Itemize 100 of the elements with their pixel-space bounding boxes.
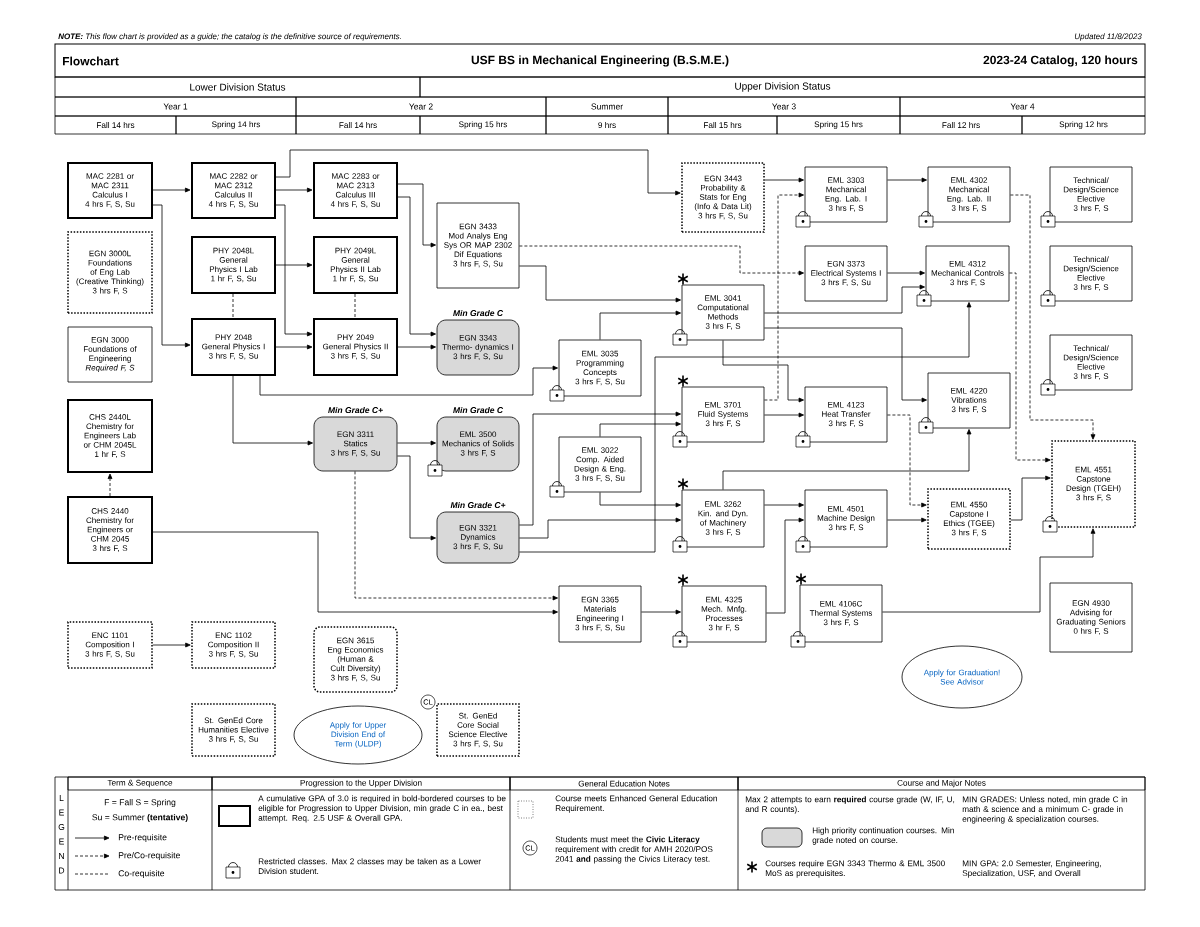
legend-text: Pre/Co-requisite	[118, 852, 180, 860]
course-box: EML 3022 Comp. Aided Design & Eng. 3 hrs F, S, Su	[558, 436, 642, 493]
course-box: PHY 2048L General Physics I Lab 1 hr F, S, Su	[191, 236, 276, 294]
link-oval: Apply for Graduation! See Advisor	[901, 645, 1023, 709]
legend-text: Course meets Enhanced General Education Requirement.	[555, 795, 717, 813]
arrow	[722, 429, 972, 490]
arrow	[641, 609, 681, 615]
course-box: PHY 2048 General Physics I 3 hrs F, S, Su	[191, 318, 276, 376]
arrow	[397, 196, 436, 337]
grade-note: Min Grade C	[453, 406, 504, 414]
course-box: EML 3303 Mechanical Eng. Lab. I 3 hrs F, S	[804, 166, 888, 223]
table-cell: Lower Division Status	[54, 76, 421, 98]
course-box: EML 4123 Heat Transfer 3 hrs F, S	[804, 386, 888, 443]
arrow	[599, 310, 681, 340]
arrow	[397, 440, 436, 446]
table-cell: Fall 14 hrs	[54, 115, 177, 135]
arrow	[722, 340, 804, 403]
legend-letter: D	[59, 867, 65, 874]
table-cell: Year 2	[295, 96, 547, 117]
grade-note: Min Grade C+	[450, 501, 506, 509]
course-box: PHY 2049L General Physics II Lab 1 hr F, S, Su	[313, 236, 398, 294]
legend-letter: G	[58, 824, 65, 830]
course-box: St. GenEd Core Humanities Elective 3 hrs F, S, Su	[191, 703, 276, 757]
legend-letter: L	[59, 795, 64, 801]
arrow	[152, 187, 191, 193]
table-cell: Course and Major Notes	[737, 776, 1146, 791]
arrow	[887, 517, 927, 523]
arrow	[766, 517, 804, 614]
arrow	[107, 473, 113, 497]
course-box: EML 3500 Mechanics of Solids 3 hrs F, S	[436, 416, 520, 472]
legend-letter: E	[59, 809, 64, 816]
table-cell: Progression to the Upper Division	[211, 776, 511, 791]
arrow	[764, 192, 804, 401]
arrow	[354, 471, 558, 601]
course-box: EML 4220 Vibrations 3 hrs F, S	[927, 372, 1011, 429]
arrow	[882, 528, 1096, 613]
table-cell: Spring 14 hrs	[175, 115, 297, 135]
legend-letter: E	[59, 838, 64, 845]
grade-note: Min Grade C	[453, 309, 504, 317]
arrow	[397, 183, 436, 248]
course-box: PHY 2049 General Physics II 3 hrs F, S, Su	[313, 318, 398, 376]
legend-text: MIN GRADES: Unless noted, min grade C in math & science and a minimum C- grade in engineering & specialization courses.	[962, 796, 1128, 824]
course-box: EGN 3343 Thermo- dynamics I 3 hrs F, S, Su	[436, 319, 520, 376]
course-box: MAC 2282 or MAC 2312 Calculus II 4 hrs F, S, Su	[191, 162, 276, 219]
course-box: EGN 3321 Dynamics 3 hrs F, S, Su	[436, 511, 520, 564]
legend-text: A cumulative GPA of 3.0 is required in bold-bordered courses to be eligible for Progression to Upper Division, min grade C in ea., best attempt. Req. 2.5 USF & Overall GPA.	[258, 795, 506, 823]
course-box: EML 4550 Capstone I Ethics (TGEE) 3 hrs F, S	[927, 488, 1011, 550]
table-cell: Fall 14 hrs	[295, 115, 421, 135]
legend-text: MIN GPA: 2.0 Semester, Engineering, Specialization, USF, and Overall	[962, 860, 1101, 878]
table-cell: General Education Notes	[509, 776, 739, 791]
table-cell: Fall 12 hrs	[899, 115, 1023, 135]
update-date: Updated 11/8/2023	[1074, 33, 1142, 41]
arrow	[887, 414, 927, 508]
course-box: EML 4302 Mechanical Eng. Lab. II 3 hrs F, S	[927, 166, 1011, 223]
course-box: Technical/ Design/Science Elective 3 hrs F, S	[1049, 245, 1133, 302]
table-cell: Upper Division Status	[419, 76, 1146, 98]
course-box: EML 4551 Capstone Design (TGEH) 3 hrs F, S	[1051, 440, 1136, 528]
arrow	[152, 531, 558, 615]
table-cell: Spring 15 hrs	[776, 115, 901, 135]
arrow	[519, 265, 681, 303]
arrow	[887, 177, 927, 183]
legend-text: Su = Summer (tentative)	[92, 814, 188, 822]
arrow	[1009, 272, 1051, 463]
course-box: MAC 2283 or MAC 2313 Calculus III 4 hrs F, S, Su	[313, 162, 398, 219]
arrow	[519, 245, 804, 276]
table-cell: Spring 12 hrs	[1021, 115, 1146, 135]
arrow	[232, 375, 313, 446]
legend-letter: N	[59, 853, 64, 859]
legend-text: High priority continuation courses. Min grade noted on course.	[812, 827, 954, 845]
arrow	[152, 204, 191, 348]
arrow	[275, 344, 313, 350]
legend-text: Courses require EGN 3343 Thermo & EML 3500 MoS as prerequisites.	[765, 860, 945, 878]
arrow	[764, 284, 925, 314]
arrow	[764, 327, 927, 403]
arrow	[599, 492, 681, 508]
table-cell: Spring 15 hrs	[419, 115, 547, 135]
legend-text: Co-requisite	[118, 870, 165, 878]
course-box: Technical/ Design/Science Elective 3 hrs F, S	[1049, 166, 1133, 223]
arrow	[397, 344, 436, 350]
arrow	[397, 455, 436, 541]
course-box: EML 4106C Thermal Systems 3 hrs F, S	[799, 584, 883, 643]
course-box: Technical/ Design/Science Elective 3 hrs F, S	[1049, 334, 1133, 391]
arrow	[519, 302, 972, 553]
course-box: St. GenEd Core Social Science Elective 3 hrs F, S, Su	[436, 703, 520, 757]
arrow	[764, 502, 804, 508]
legend-text: Pre-requisite	[118, 834, 167, 842]
arrow	[764, 177, 804, 183]
table-heading: Flowchart	[63, 56, 119, 66]
course-box: ENC 1102 Composition II 3 hrs F, S, Su	[191, 621, 276, 669]
course-box: EGN 3000 Foundations of Engineering Required F, S	[67, 326, 153, 383]
course-box: EGN 3000L Foundations of Eng Lab (Creative Thinking) 3 hrs F, S	[67, 231, 153, 314]
link-oval: Apply for Upper Division End of Term (ULDP)	[293, 705, 423, 765]
table-cell: Year 1	[54, 96, 297, 117]
arrow	[275, 262, 313, 268]
connector-line	[354, 293, 356, 319]
legend-text: Restricted classes. Max 2 classes may be taken as a Lower Division student.	[258, 858, 481, 875]
grade-note: Min Grade C+	[328, 406, 383, 414]
arrow	[519, 517, 681, 539]
course-box: EGN 3615 Eng Economics (Human & Cult Diversity) 3 hrs F, S, Su	[313, 626, 398, 693]
arrow	[259, 365, 558, 396]
